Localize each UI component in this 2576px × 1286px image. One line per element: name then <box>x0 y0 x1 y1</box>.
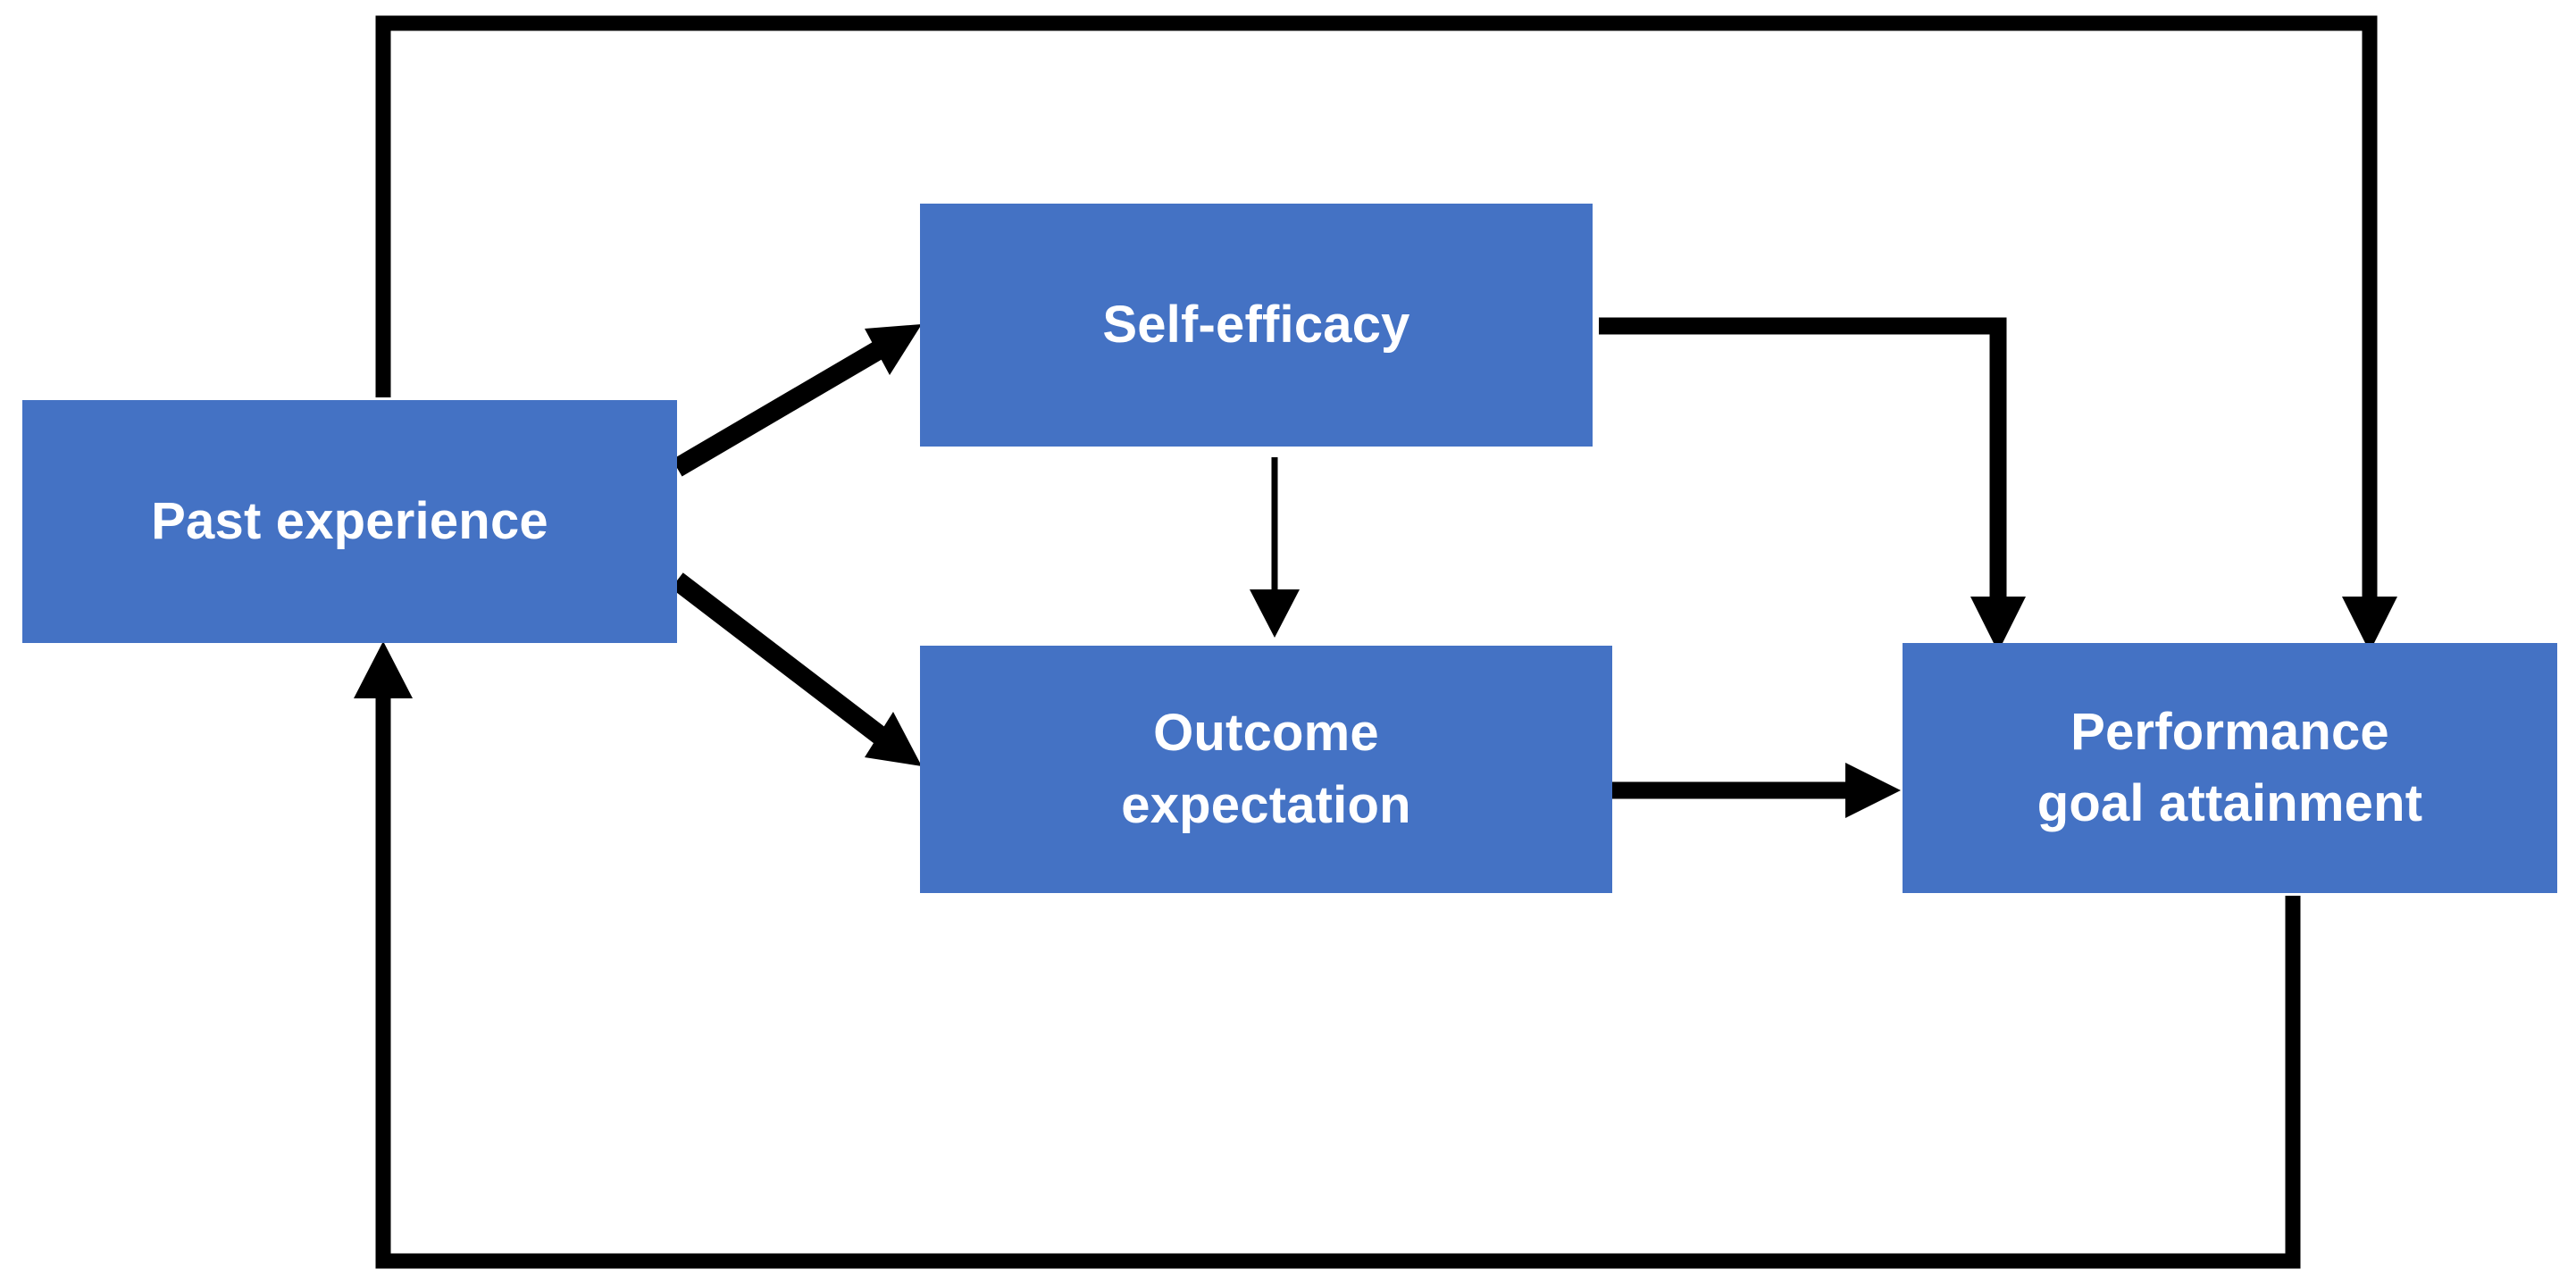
edge-past-to-performance-top-loop <box>375 15 2397 652</box>
node-outcome-expectation[interactable]: Outcome expectation <box>920 646 1612 893</box>
node-self-efficacy[interactable]: Self-efficacy <box>920 204 1593 447</box>
node-past-experience-label: Past experience <box>151 491 548 550</box>
edge-past-to-outcome-expectation <box>671 572 922 766</box>
edge-self-efficacy-to-performance <box>1599 317 2026 652</box>
edge-self-efficacy-to-outcome-expectation <box>1250 457 1300 638</box>
edge-performance-to-past-bottom-loop <box>354 641 2301 1269</box>
node-performance-goal-attainment[interactable]: Performance goal attainment <box>1903 643 2557 893</box>
node-outcome-expectation-label: Outcome expectation <box>1121 704 1411 834</box>
node-self-efficacy-label: Self-efficacy <box>1102 295 1410 354</box>
edge-past-to-self-efficacy <box>672 324 922 477</box>
node-performance-goal-attainment-label: Performance goal attainment <box>2037 702 2423 832</box>
node-past-experience[interactable]: Past experience <box>22 400 677 643</box>
edge-outcome-to-performance <box>1602 763 1901 818</box>
